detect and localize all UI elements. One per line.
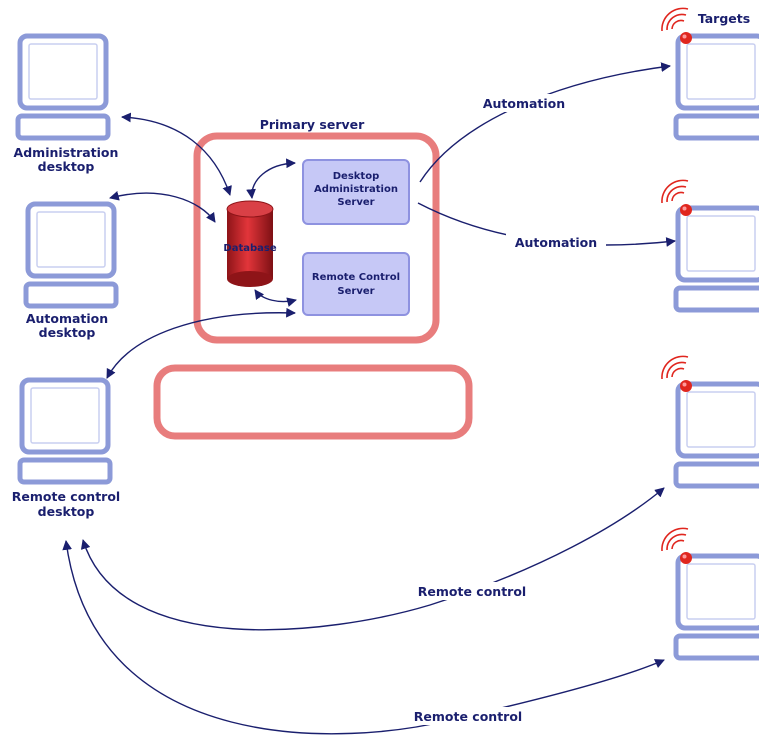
arrow-admin-desktop-database	[121, 112, 232, 196]
administration-desktop-icon	[18, 36, 108, 138]
remote-control-desktop-icon	[20, 380, 110, 482]
remote-control-desktop-label-1: Remote control	[12, 489, 120, 504]
label-automation-1-bg	[474, 94, 572, 112]
remote-control-server-line-2: Server	[337, 286, 374, 297]
targets-label: Targets	[698, 11, 750, 26]
arrow-automation-desktop-database	[109, 191, 216, 223]
target-computer-2	[676, 208, 759, 310]
label-remote-control-1-bg	[408, 582, 536, 600]
arrow-database-remote-server	[254, 289, 297, 307]
remote-control-desktop-label-2: desktop	[38, 504, 95, 519]
desktop-admin-server-line-2: Administration	[314, 184, 398, 195]
target-computer-1	[676, 36, 759, 138]
administration-desktop-label-1: Administration	[14, 145, 119, 160]
desktop-admin-server-line-1: Desktop	[333, 171, 380, 182]
label-automation-2-bg	[506, 233, 606, 251]
arrow-database-admin-server	[246, 158, 296, 199]
arrow-automation-target-1	[419, 62, 671, 183]
automation-desktop-icon	[26, 204, 116, 306]
desktop-admin-server-box	[302, 159, 410, 225]
target-computer-3	[676, 384, 759, 486]
automation-label-1: Automation	[483, 96, 565, 111]
arrow-remote-server-rc-desktop	[106, 307, 296, 379]
remote-control-server-box	[302, 252, 410, 316]
arrow-remote-control-target-4	[62, 540, 665, 735]
remote-control-label-2: Remote control	[414, 709, 522, 724]
arrow-remote-control-target-3	[80, 487, 665, 631]
automation-desktop-label-2: desktop	[39, 325, 96, 340]
secondary-server-frame	[153, 364, 473, 440]
administration-desktop-label-2: desktop	[38, 159, 95, 174]
remote-control-server-line-1: Remote Control	[312, 272, 400, 283]
primary-server-title: Primary server	[260, 117, 365, 132]
target-computer-4	[676, 556, 759, 658]
desktop-admin-server-line-3: Server	[337, 197, 374, 208]
label-remote-control-2-bg	[404, 707, 532, 725]
remote-control-label-1: Remote control	[418, 584, 526, 599]
database-icon	[226, 200, 274, 287]
automation-desktop-label-1: Automation	[26, 311, 108, 326]
database-label: Database	[223, 243, 276, 254]
automation-label-2: Automation	[515, 235, 597, 250]
